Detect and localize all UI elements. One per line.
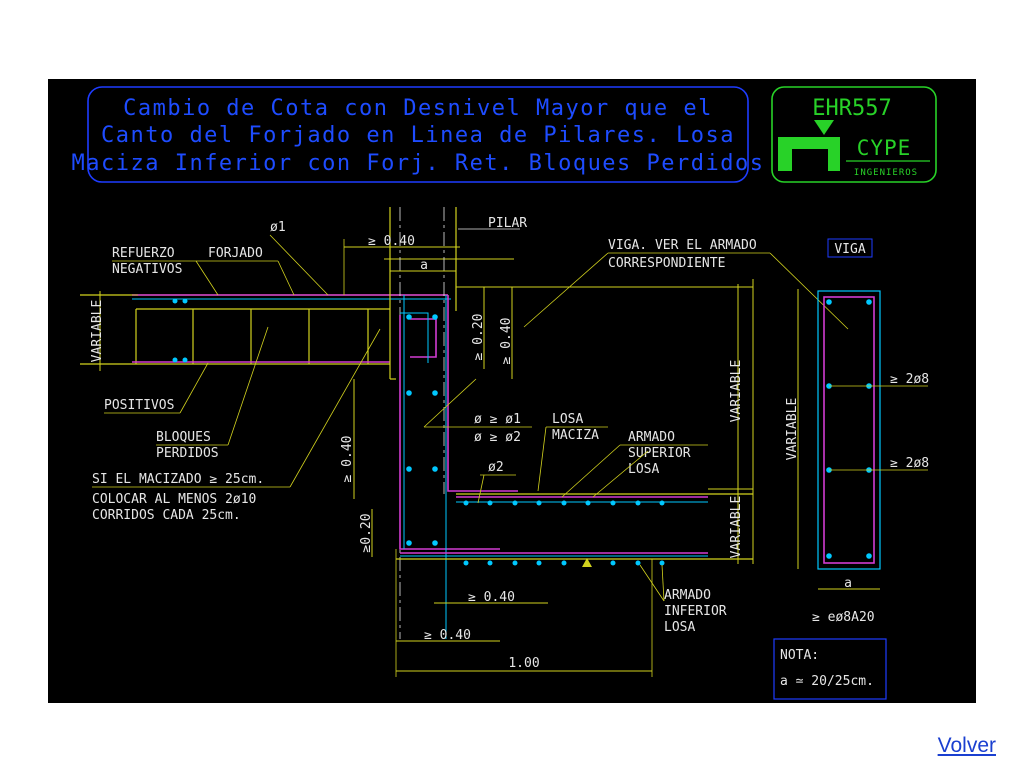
dim-040-bottom2: ≥ 0.40 [424,628,471,643]
title-line-2: Canto del Forjado en Linea de Pilares. L… [101,123,735,148]
viga-section: VIGA ≥ 2ø8 ≥ 2ø8 VARIABLE a ≥ eø8A20 [785,238,929,625]
dim-100: 1.00 [508,656,539,671]
dim-020-left-vertical: ≥0.20 [359,513,374,552]
losa-label-2: MACIZA [552,428,599,443]
negativos-label: NEGATIVOS [112,262,182,277]
losa-label-1: LOSA [552,412,583,427]
viga-box-label: VIGA [834,242,865,257]
dim-020-vertical: ≥ 0.20 [471,314,486,361]
armado-sup-2: SUPERIOR [628,446,691,461]
volver-link[interactable]: Volver [937,734,996,757]
a-section-label: a [844,576,852,591]
pilar-label: PILAR [488,216,527,231]
title-frame [87,86,749,183]
estribos-label: ≥ eø8A20 [812,610,875,625]
logo-shape [778,137,840,171]
armado-inf-2: INFERIOR [664,604,727,619]
colocar-label-2: CORRIDOS CADA 25cm. [92,508,241,523]
title-line-1: Cambio de Cota con Desnivel Mayor que el [123,96,713,121]
nota-box: NOTA: a ≃ 20/25cm. [773,638,887,700]
refuerzo-label: REFUERZO [112,246,175,261]
cype-logo: EHR557 CYPE INGENIEROS [771,86,937,183]
phi-ge-phi1: ø ≥ ø1 [474,412,521,427]
phi2-label: ø2 [488,460,504,475]
phi-ge-phi2: ø ≥ ø2 [474,430,521,445]
armado-sup-1: ARMADO [628,430,675,445]
logo-code: EHR557 [812,96,891,121]
logo-brand: CYPE [857,136,912,160]
armado-sup-3: LOSA [628,462,659,477]
cad-drawing: Cambio de Cota con Desnivel Mayor que el… [48,79,976,703]
si-macizado-label: SI EL MACIZADO ≥ 25cm. [92,472,264,487]
dim-040-bottom: ≥ 0.40 [468,590,515,605]
bloques-label-1: BLOQUES [156,430,211,445]
nota-text: a ≃ 20/25cm. [780,674,874,689]
variable-low-label: VARIABLE [729,496,744,559]
variable-left-label: VARIABLE [90,300,105,363]
positivos-label: POSITIVOS [104,398,174,413]
rebar-2phi8-a: ≥ 2ø8 [890,372,929,387]
variable-mid-label: VARIABLE [729,360,744,423]
losa-maciza [396,493,753,560]
armado-inf-3: LOSA [664,620,695,635]
viga-ver-line-1: VIGA. VER EL ARMADO [608,238,757,253]
dim-040-vertical: ≥ 0.40 [499,318,514,365]
armado-inf-1: ARMADO [664,588,711,603]
logo-sub: INGENIEROS [854,168,918,178]
rebar-2phi8-b: ≥ 2ø8 [890,456,929,471]
forjado-label: FORJADO [208,246,263,261]
logo-triangle [814,120,834,135]
nota-title: NOTA: [780,648,819,663]
viga-ver-line-2: CORRESPONDIENTE [608,256,725,271]
title-line-3: Maciza Inferior con Forj. Ret. Bloques P… [71,151,764,176]
bloques-label-2: PERDIDOS [156,446,219,461]
dim-040-top: ≥ 0.40 [368,234,415,249]
forjado-slab [80,294,448,365]
dim-040-left-vertical: ≥ 0.40 [340,436,355,483]
phi1-top-label: ø1 [270,220,286,235]
colocar-label-1: COLOCAR AL MENOS 2ø10 [92,492,256,507]
a-top-label: a [420,258,428,273]
variable-section-label: VARIABLE [785,398,800,461]
